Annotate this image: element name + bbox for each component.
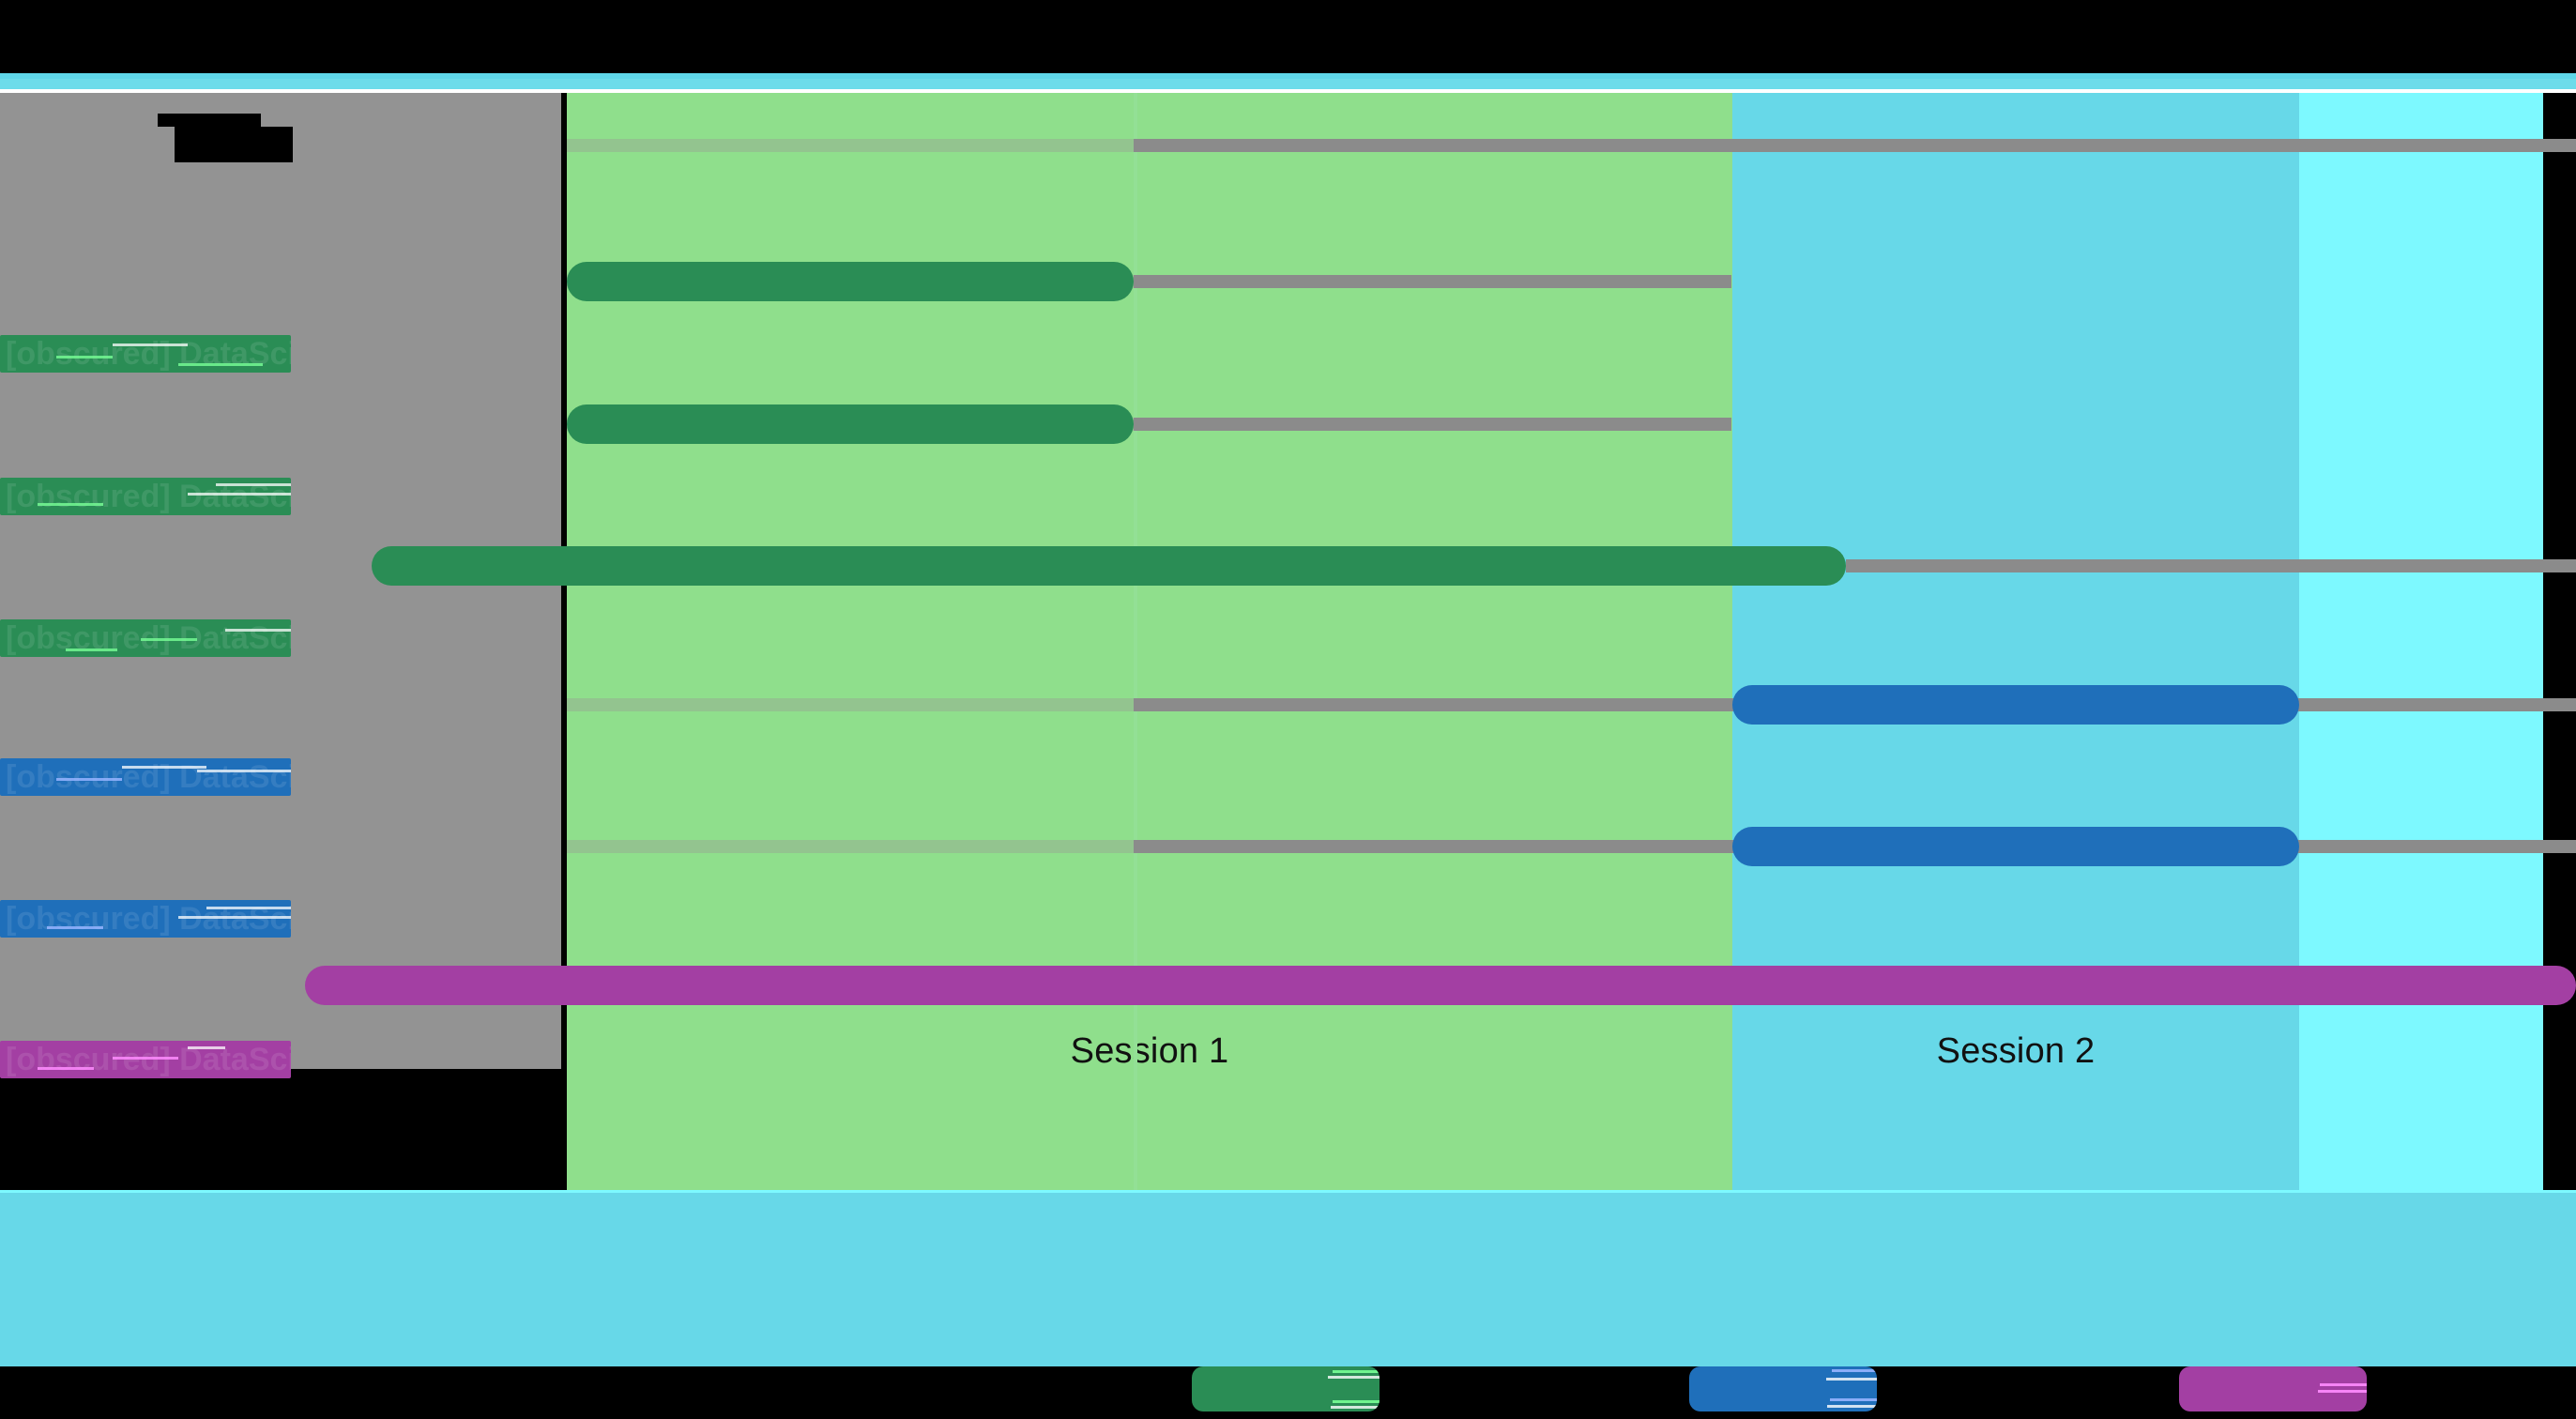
region-seam [1134,93,1137,1193]
row-label-1[interactable]: [obscured] DataSci A1 [0,335,291,373]
gantt-bar-green[interactable] [372,546,1846,586]
table-row[interactable] [0,966,2576,1005]
gantt-bar-purple[interactable] [305,966,2576,1005]
gantt-bar-green[interactable] [567,404,1134,444]
region-session-3[interactable] [2299,93,2543,1193]
page-title-redaction [175,127,293,162]
plot-area: Session 1 Session 2 [obscured] DataSci A… [0,93,2576,1193]
footer-panel [0,1193,2576,1366]
top-band-inner [0,79,2576,89]
row-label-1-text: [obscured] DataSci A1 [6,336,291,372]
top-band-hairline [0,89,2576,93]
row-track-left [567,698,1134,711]
legend-swatch-purple [2179,1366,2367,1411]
row-label-2[interactable]: [obscured] DataSci A2 [0,478,291,515]
row-track-left [567,840,1134,853]
legend-swatch-green [1192,1366,1379,1411]
row-track-right [1134,418,1731,431]
row-label-6[interactable]: [obscured] DataSci C1 [0,1041,291,1078]
region-session-2[interactable]: Session 2 [1732,93,2299,1193]
footer-hairline [0,1190,2576,1193]
region-label-session-1: Session 1 [1070,1031,1229,1071]
table-row[interactable] [0,546,2576,586]
row-track-left [567,139,1134,152]
row-track-right [1134,275,1731,288]
gantt-bar-blue[interactable] [1732,685,2299,725]
legend [0,1366,2576,1419]
table-row[interactable] [0,404,2576,444]
legend-swatch-blue [1689,1366,1877,1411]
row-label-4-text: [obscured] DataSci B1 [6,759,291,795]
row-label-6-text: [obscured] DataSci C1 [6,1042,291,1077]
row-label-4[interactable]: [obscured] DataSci B1 [0,758,291,796]
row-track-right [1846,559,2576,572]
row-track-right [1134,139,2576,152]
region-session-1[interactable]: Session 1 [567,93,1732,1193]
table-row[interactable] [0,685,2576,725]
top-band-outer [0,73,2576,79]
gantt-bar-green[interactable] [567,262,1134,301]
row-label-5-text: [obscured] DataSci B2 [6,901,291,937]
row-label-5[interactable]: [obscured] DataSci B2 [0,900,291,938]
row-label-3[interactable]: [obscured] DataSci A3 [0,619,291,657]
region-label-session-2: Session 2 [1936,1031,2096,1071]
page-title [158,114,261,127]
gantt-bar-blue[interactable] [1732,827,2299,866]
table-row[interactable] [0,139,2576,152]
